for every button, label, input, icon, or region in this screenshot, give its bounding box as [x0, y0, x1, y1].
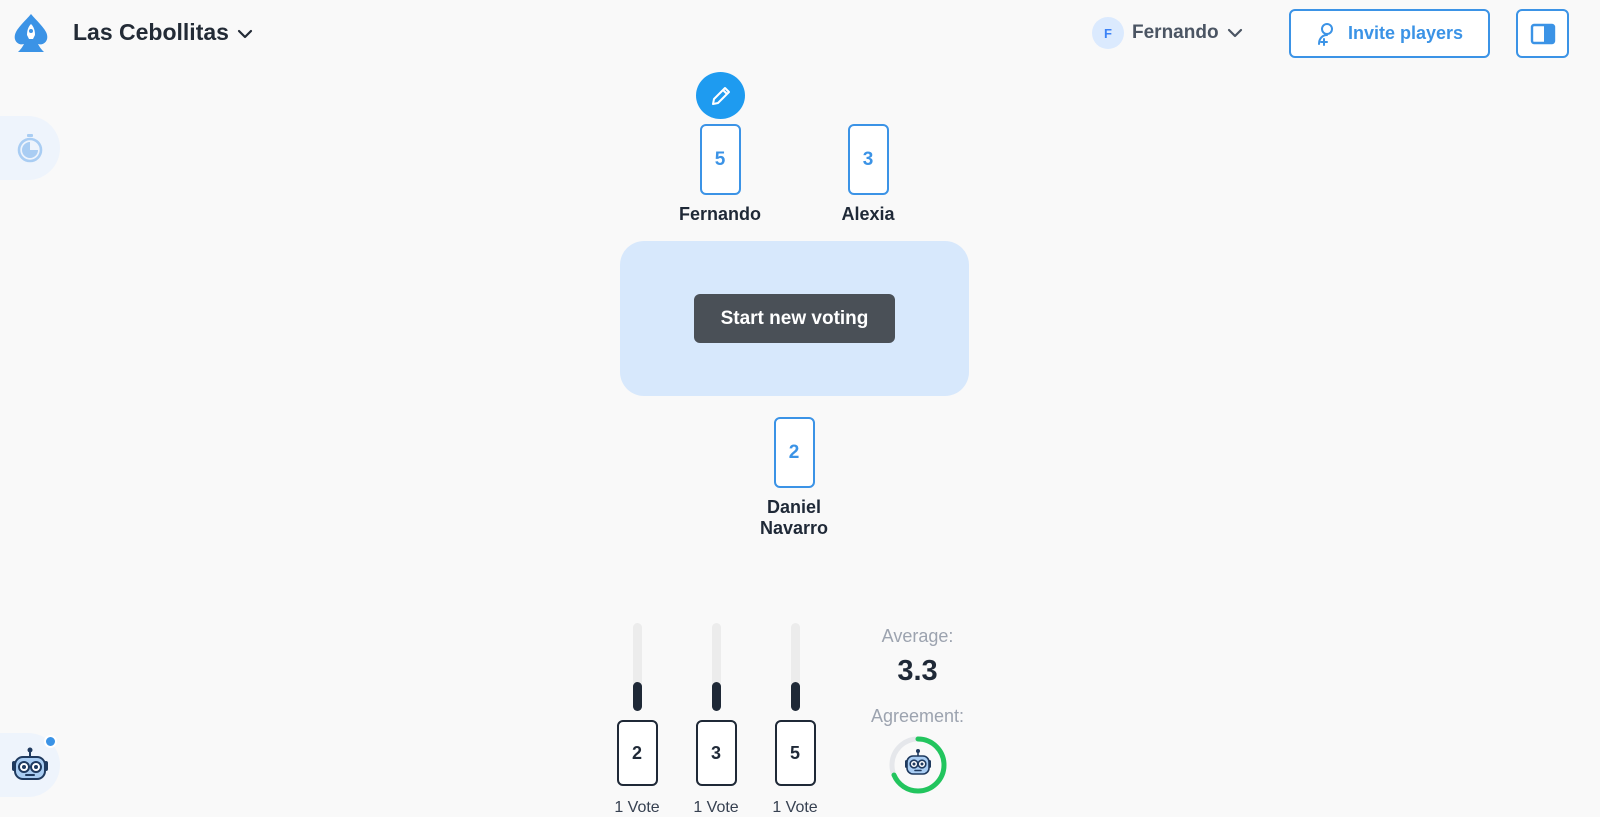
player-card: 3	[847, 124, 889, 195]
player-name: Daniel Navarro	[759, 497, 829, 538]
player-card: 2	[773, 417, 815, 488]
chevron-down-icon	[1227, 28, 1242, 38]
invite-players-label: Invite players	[1347, 23, 1464, 43]
ai-assistant-button[interactable]	[0, 733, 60, 797]
player-alexia: 3 Alexia	[808, 124, 928, 225]
user-menu[interactable]: F Fernando	[1092, 17, 1243, 49]
vote-bar-fill	[790, 682, 800, 711]
start-new-voting-button[interactable]: Start new voting	[694, 294, 895, 343]
player-name: Alexia	[841, 204, 895, 224]
robot-icon	[904, 749, 931, 775]
user-name: Fernando	[1132, 22, 1219, 43]
result-card: 5	[774, 720, 816, 786]
pencil-icon	[711, 86, 730, 105]
edit-button[interactable]	[696, 72, 745, 119]
room-selector[interactable]: Las Cebollitas	[73, 19, 253, 46]
agreement-label: Agreement:	[870, 706, 965, 726]
player-fernando: 5 Fernando	[660, 124, 780, 225]
notification-dot	[44, 735, 57, 748]
top-bar: Las Cebollitas F Fernando Invite players	[0, 0, 1600, 66]
add-user-icon	[1317, 22, 1333, 46]
poker-table: Start new voting	[620, 241, 969, 396]
chevron-down-icon	[237, 29, 253, 38]
sidebar-panel-icon	[1530, 23, 1555, 44]
player-daniel-navarro: 2 Daniel Navarro	[734, 417, 854, 539]
timer-button[interactable]	[0, 116, 60, 180]
vote-bar	[632, 623, 642, 711]
vote-bar-fill	[632, 682, 642, 711]
vote-bar-fill	[711, 682, 721, 711]
robot-icon	[12, 747, 48, 780]
vote-bar	[711, 623, 721, 711]
vote-count: 1 Vote	[614, 799, 660, 816]
result-card: 3	[695, 720, 737, 786]
vote-count: 1 Vote	[772, 799, 818, 816]
rocket-logo-icon[interactable]	[10, 12, 52, 54]
agreement-ring	[888, 735, 948, 795]
avatar: F	[1092, 17, 1124, 49]
average-value: 3.3	[897, 655, 938, 687]
average-label: Average:	[881, 626, 954, 646]
timer-icon	[17, 134, 43, 163]
result-column: 5 1 Vote	[765, 623, 825, 817]
voting-stats: Average: 3.3 Agreement:	[860, 626, 975, 795]
player-card: 5	[699, 124, 741, 195]
invite-players-button[interactable]: Invite players	[1289, 9, 1490, 58]
result-card: 2	[616, 720, 658, 786]
result-column: 2 1 Vote	[607, 623, 667, 817]
vote-bar	[790, 623, 800, 711]
result-column: 3 1 Vote	[686, 623, 746, 817]
vote-count: 1 Vote	[693, 799, 739, 816]
toggle-sidebar-button[interactable]	[1516, 9, 1569, 58]
player-name: Fernando	[678, 204, 761, 224]
room-name: Las Cebollitas	[73, 19, 229, 45]
